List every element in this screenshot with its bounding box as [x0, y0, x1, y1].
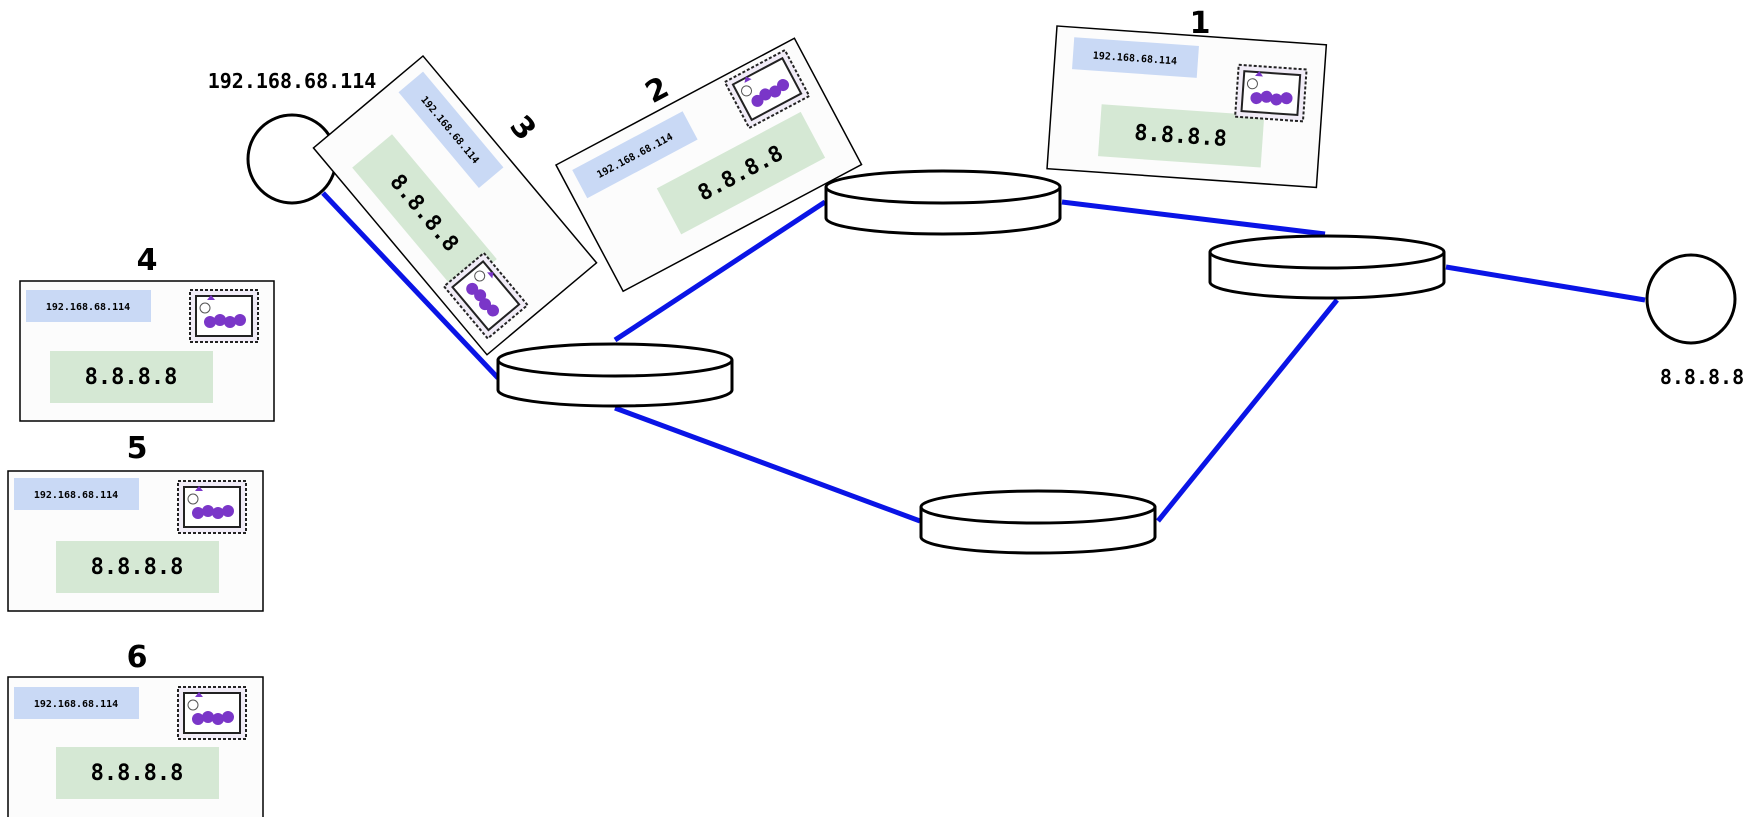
link-router-d-to-router-c: [1156, 298, 1339, 523]
source-address-box: [14, 478, 139, 510]
envelope-2: 192.168.68.114 8.8.8.8: [554, 37, 863, 293]
network-links: [321, 191, 1646, 524]
link-router-c-to-destination: [1445, 264, 1646, 303]
source-address-box: [14, 687, 139, 719]
source-host-label: 192.168.68.114: [208, 69, 377, 93]
source-address: 192.168.68.114: [46, 302, 130, 313]
destination-host: [1645, 253, 1737, 345]
destination-address-box: [56, 747, 219, 799]
router-b: [824, 169, 1062, 236]
envelope-5-number: 5: [127, 431, 148, 466]
envelope-5: 192.168.68.114 8.8.8.8: [7, 470, 264, 612]
source-address: 192.168.68.114: [34, 699, 118, 710]
router-d: [919, 489, 1157, 555]
envelope-1-number: 1: [1190, 6, 1211, 41]
link-source-to-router-a: [321, 191, 500, 380]
link-router-a-to-router-d: [614, 405, 921, 524]
destination-address-box: [1098, 104, 1265, 168]
link-router-b-to-router-c: [1061, 199, 1326, 237]
destination-address: 8.8.8.8: [85, 365, 178, 390]
stamp-icon: [177, 480, 247, 534]
source-address-box: [572, 111, 698, 199]
source-address: 192.168.68.114: [34, 490, 118, 501]
envelope-1: 192.168.68.114 8.8.8.8: [1046, 25, 1328, 189]
envelope-6: 192.168.68.114 8.8.8.8: [7, 676, 264, 817]
envelope-4: 192.168.68.114 8.8.8.8: [19, 280, 275, 422]
envelope-body: [312, 54, 598, 356]
envelope-3: 192.168.68.114 8.8.8.8: [312, 54, 598, 356]
source-address-box: [1072, 37, 1199, 78]
router-c: [1208, 234, 1446, 300]
destination-host-label: 8.8.8.8: [1660, 365, 1744, 389]
destination-address-box: [352, 134, 497, 293]
destination-address-box: [56, 541, 219, 593]
stamp-icon: [177, 686, 247, 740]
destination-address: 8.8.8.8: [91, 761, 184, 786]
destination-address-box: [50, 351, 213, 403]
destination-address-box: [656, 111, 826, 235]
envelope-4-number: 4: [137, 243, 158, 278]
source-address-box: [26, 290, 151, 322]
link-router-a-to-router-b: [613, 199, 827, 343]
envelope-3-number: 3: [503, 109, 543, 147]
envelope-6-number: 6: [127, 640, 148, 675]
router-a: [496, 342, 734, 408]
destination-address: 8.8.8.8: [91, 555, 184, 580]
stamp-icon: [1234, 63, 1308, 123]
source-address-box: [398, 71, 504, 188]
stamp-icon: [189, 289, 259, 343]
